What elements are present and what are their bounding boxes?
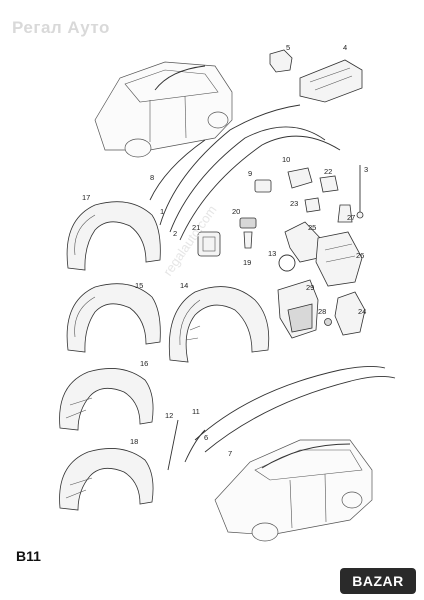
bazar-logo[interactable]: BAZAR xyxy=(340,568,416,594)
part-28-nut xyxy=(324,318,332,326)
part-14-wheel-arch-liner xyxy=(168,286,270,363)
roof-trim-strips-lower xyxy=(167,365,396,471)
callout-22: 22 xyxy=(324,167,332,176)
callout-27: 27 xyxy=(347,213,355,222)
callout-13: 13 xyxy=(268,249,276,258)
small-fasteners-cluster xyxy=(239,165,364,249)
part-13-ring xyxy=(278,254,296,272)
part-4-bracket xyxy=(299,59,363,103)
callout-3: 3 xyxy=(364,165,368,174)
callout-14: 14 xyxy=(180,281,188,290)
callout-12: 12 xyxy=(165,411,173,420)
callout-19: 19 xyxy=(243,258,251,267)
callout-20: 20 xyxy=(232,207,240,216)
callout-9: 9 xyxy=(248,169,252,178)
bazar-logo-text: BAZAR xyxy=(352,573,404,589)
callout-15: 15 xyxy=(135,281,143,290)
page-code-label: B11 xyxy=(16,548,41,564)
part-17-wheel-arch-liner xyxy=(66,201,161,271)
callout-2: 2 xyxy=(173,229,177,238)
part-24-flap xyxy=(334,291,366,336)
watermark-top-text: Регал Ауто xyxy=(12,18,110,37)
part-16-wheel-arch-liner xyxy=(59,368,154,431)
sedan-car-illustration xyxy=(94,61,233,158)
callout-8: 8 xyxy=(150,173,154,182)
part-18-wheel-arch-liner xyxy=(59,448,154,511)
wagon-car-illustration xyxy=(214,439,373,542)
callout-5: 5 xyxy=(286,43,290,52)
callout-21: 21 xyxy=(192,223,200,232)
callout-25: 25 xyxy=(308,223,316,232)
callout-1: 1 xyxy=(160,207,164,216)
callout-18: 18 xyxy=(130,437,138,446)
callout-23: 23 xyxy=(290,199,298,208)
callout-29: 29 xyxy=(306,283,314,292)
part-21-clip-block xyxy=(197,231,221,257)
callout-28: 28 xyxy=(318,307,326,316)
callout-labels: 1 2 3 4 5 6 7 8 9 10 11 12 13 14 15 16 1… xyxy=(82,43,368,458)
callout-24: 24 xyxy=(358,307,366,316)
part-26-flap xyxy=(315,231,363,287)
callout-6: 6 xyxy=(204,433,208,442)
callout-17: 17 xyxy=(82,193,90,202)
callout-4: 4 xyxy=(343,43,347,52)
callout-7: 7 xyxy=(228,449,232,458)
part-15-wheel-arch-liner xyxy=(66,283,161,353)
callout-26: 26 xyxy=(356,251,364,260)
part-5-clip xyxy=(269,49,293,73)
part-29-mud-flap xyxy=(277,279,319,339)
callout-10: 10 xyxy=(282,155,290,164)
callout-16: 16 xyxy=(140,359,148,368)
roof-trim-strips-upper xyxy=(149,104,341,241)
callout-11: 11 xyxy=(192,407,200,416)
